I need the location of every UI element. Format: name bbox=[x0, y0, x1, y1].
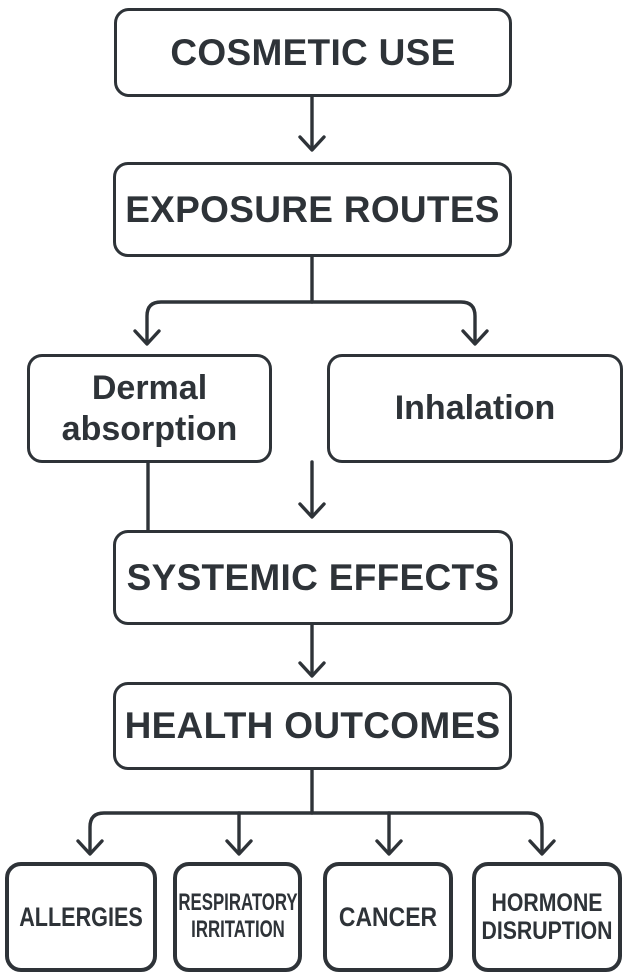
node-cosmetic-use-label: COSMETIC USE bbox=[170, 31, 456, 73]
node-cancer: CANCER bbox=[323, 862, 453, 972]
edge-exposure-split bbox=[133, 254, 489, 346]
node-health-outcomes-label: HEALTH OUTCOMES bbox=[124, 705, 501, 746]
node-health-outcomes: HEALTH OUTCOMES bbox=[113, 682, 512, 770]
node-respiratory-irritation: RESPIRATORY IRRITATION bbox=[173, 862, 302, 972]
node-allergies-label: ALLERGIES bbox=[19, 901, 143, 932]
node-allergies: ALLERGIES bbox=[5, 862, 157, 972]
node-inhalation: Inhalation bbox=[327, 354, 623, 463]
node-systemic-effects-label: SYSTEMIC EFFECTS bbox=[126, 556, 500, 598]
node-hormone-disruption: HORMONE DISRUPTION bbox=[472, 862, 622, 972]
node-systemic-effects: SYSTEMIC EFFECTS bbox=[113, 530, 513, 625]
node-dermal-absorption: Dermal absorption bbox=[27, 354, 272, 463]
node-exposure-routes: EXPOSURE ROUTES bbox=[113, 162, 512, 257]
edge-health-split bbox=[76, 768, 556, 856]
node-dermal-absorption-label: Dermal absorption bbox=[61, 368, 238, 448]
node-cosmetic-use: COSMETIC USE bbox=[114, 8, 512, 97]
edge-systemic-to-health bbox=[298, 623, 326, 678]
node-inhalation-label: Inhalation bbox=[394, 389, 556, 428]
edge-inhalation-to-systemic bbox=[298, 460, 326, 519]
node-exposure-routes-label: EXPOSURE ROUTES bbox=[125, 188, 500, 230]
edge-cosmetic-to-exposure bbox=[298, 95, 326, 152]
node-cancer-label: CANCER bbox=[338, 901, 438, 932]
node-hormone-disruption-label: HORMONE DISRUPTION bbox=[481, 889, 613, 945]
node-respiratory-irritation-label: RESPIRATORY IRRITATION bbox=[177, 889, 298, 943]
